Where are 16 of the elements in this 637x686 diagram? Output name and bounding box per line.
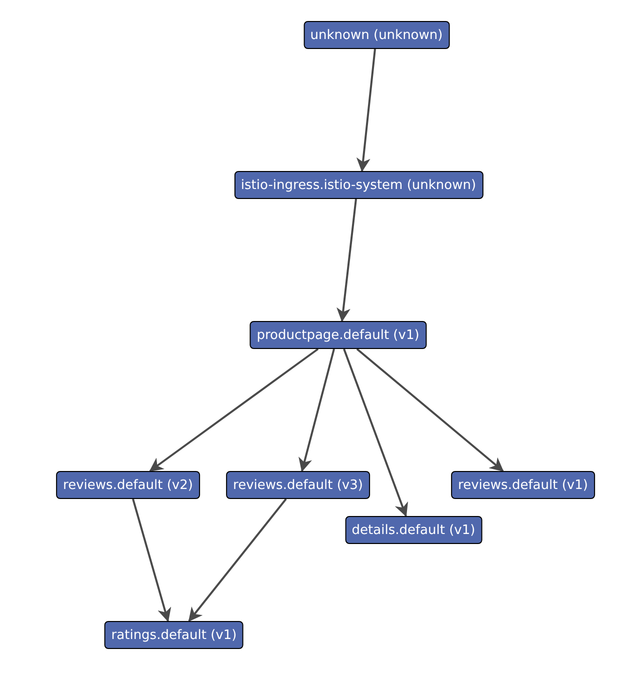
arrow — [298, 348, 335, 472]
service-node: ratings.default (v1) — [104, 621, 244, 649]
service-node: unknown (unknown) — [303, 21, 450, 49]
arrow — [343, 348, 408, 517]
arrow — [356, 48, 376, 172]
arrow — [132, 498, 172, 622]
service-node: details.default (v1) — [344, 516, 482, 544]
service-node: reviews.default (v1) — [451, 471, 595, 499]
arrow — [188, 498, 287, 622]
service-node: reviews.default (v3) — [226, 471, 370, 499]
arrow — [149, 348, 319, 472]
service-node: productpage.default (v1) — [250, 321, 426, 349]
arrow — [336, 198, 357, 322]
arrow — [356, 348, 504, 472]
service-node: reviews.default (v2) — [56, 471, 200, 499]
service-node: istio-ingress.istio-system (unknown) — [234, 171, 484, 199]
